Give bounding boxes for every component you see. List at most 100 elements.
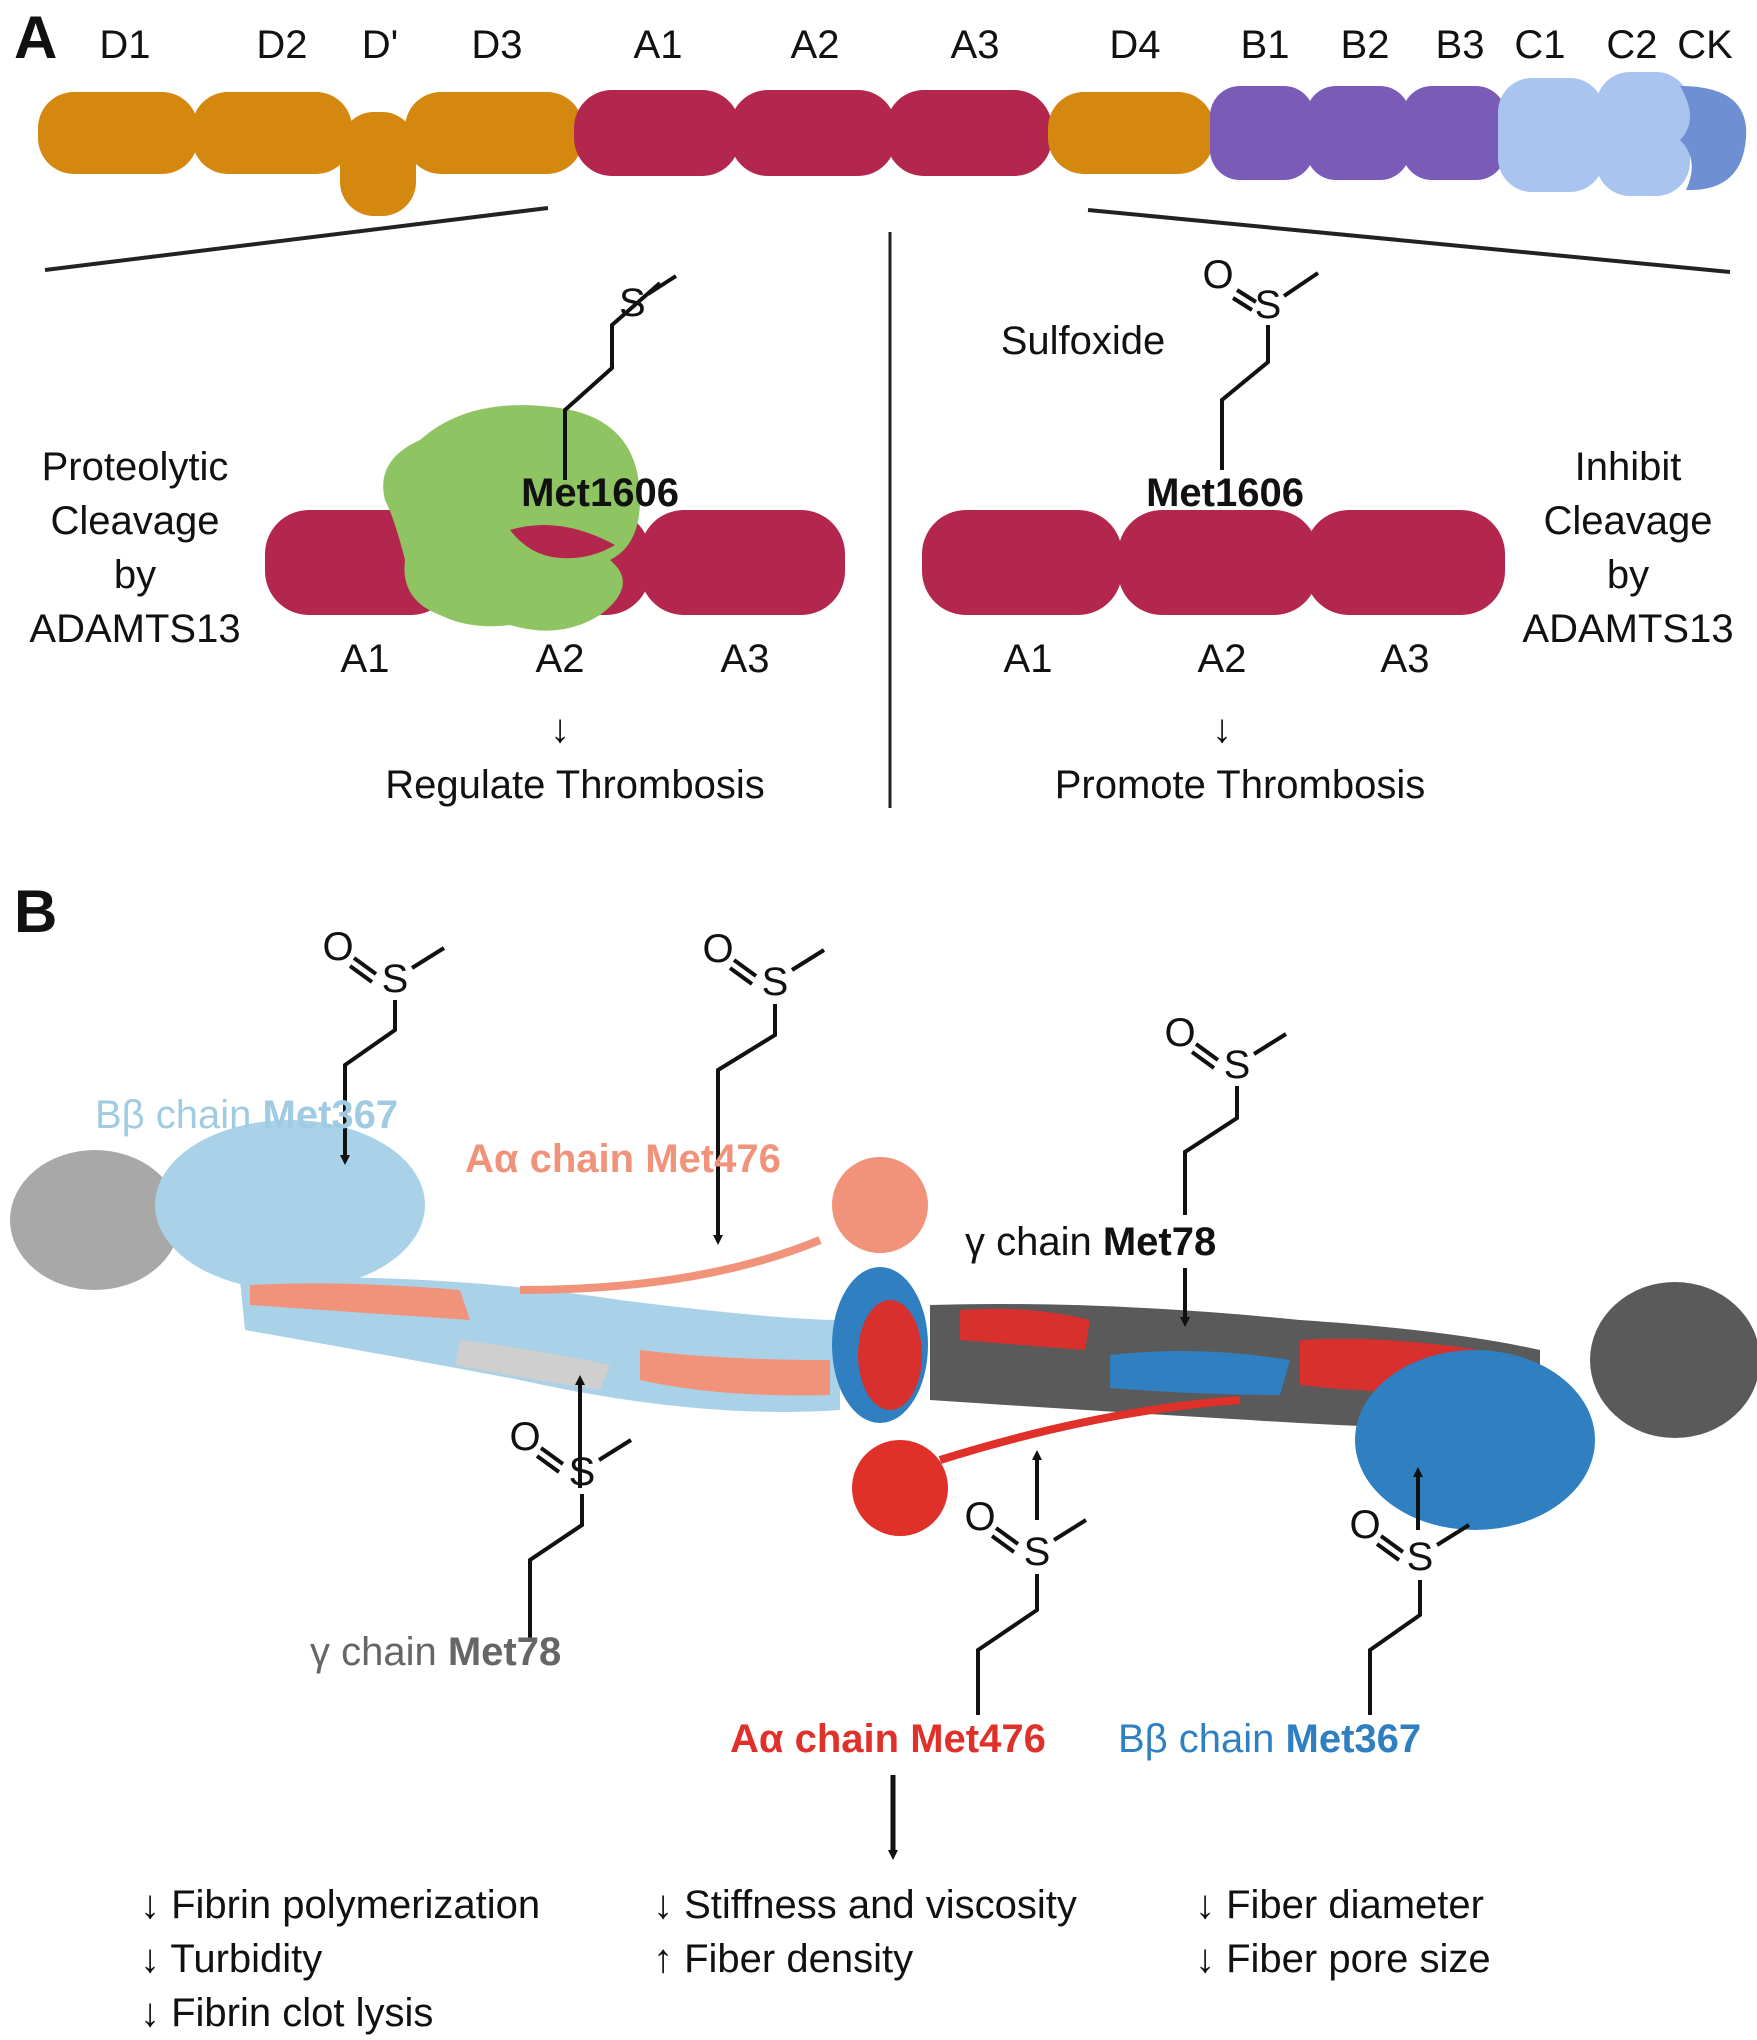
right-a2-domain <box>1118 510 1318 615</box>
sulfoxide-aa-top: O S Aα chain Met476 <box>465 927 826 1245</box>
domain-d4: D4 <box>1048 23 1214 174</box>
domain-b1: B1 <box>1210 23 1314 180</box>
left-methionine-sidechain <box>563 281 662 480</box>
aa-bottom-oxygen: O <box>964 1495 995 1539</box>
domain-label-d2: D2 <box>256 23 307 67</box>
domain-c2: C2 <box>1596 23 1690 196</box>
right-sulfur-atom: S <box>1255 283 1282 327</box>
gamma-top-so-bond-1 <box>1194 1042 1220 1062</box>
effects-list: ↓ Fibrin polymerization ↓ Turbidity ↓ Fi… <box>140 1883 1491 2035</box>
domain-label-a1: A1 <box>634 23 683 67</box>
sulfoxide-bb-bottom: O S Bβ chain Met367 <box>1118 1467 1471 1761</box>
bb-top-so-bond-2 <box>348 964 374 984</box>
sulfoxide-gamma-top: O S γ chain Met78 <box>965 1011 1288 1327</box>
sulfoxide-bb-top: O S Bβ chain Met367 <box>95 925 446 1165</box>
adamts13-enzyme <box>383 405 640 631</box>
right-a2-label: A2 <box>1198 637 1247 681</box>
right-a1-domain <box>922 510 1122 615</box>
gamma-bottom-so-bond-1 <box>539 1446 565 1466</box>
panel-b-label: B <box>14 878 57 945</box>
domain-b3: B3 <box>1402 23 1506 180</box>
bb-top-label-residue: Met367 <box>263 1093 399 1137</box>
central-e-region-red <box>858 1300 922 1410</box>
d-region-right-gray <box>1590 1282 1757 1438</box>
right-so-double-bond-2 <box>1231 296 1254 312</box>
bb-top-label: Bβ chain Met367 <box>95 1093 398 1137</box>
right-a3-label: A3 <box>1381 637 1430 681</box>
bb-top-sidechain-arrow <box>340 1000 397 1165</box>
domain-label-ck: CK <box>1677 23 1733 67</box>
domain-label-b2: B2 <box>1341 23 1390 67</box>
bb-bottom-so-bond-2 <box>1375 1542 1401 1562</box>
gamma-top-label: γ chain Met78 <box>965 1220 1216 1264</box>
gamma-top-label-prefix: γ chain <box>965 1220 1103 1264</box>
aa-top-sidechain-arrow <box>713 1004 777 1245</box>
right-a3-domain <box>1305 510 1505 615</box>
domain-label-a3: A3 <box>951 23 1000 67</box>
left-methyl-bond <box>646 274 678 296</box>
left-outcome: Regulate Thrombosis <box>385 763 764 807</box>
fibrinogen-molecule <box>10 1120 1757 1536</box>
bb-top-sulfur: S <box>382 957 409 1001</box>
aa-segment-right <box>960 1308 1090 1350</box>
aa-bottom-label-prefix: Aα chain <box>730 1717 910 1761</box>
bb-top-label-prefix: Bβ chain <box>95 1093 263 1137</box>
domain-label-c1: C1 <box>1514 23 1565 67</box>
aa-top-label-residue: Met476 <box>645 1137 781 1181</box>
gamma-bottom-label: γ chain Met78 <box>310 1630 561 1674</box>
aa-top-label: Aα chain Met476 <box>465 1137 781 1181</box>
effect-col1-2: ↓ Turbidity <box>140 1937 322 1981</box>
panel-a-left: Proteolytic Cleavage by ADAMTS13 S Met16… <box>29 274 845 807</box>
aa-top-oxygen: O <box>702 927 733 971</box>
gamma-top-so-bond-2 <box>1190 1050 1216 1070</box>
aa-tether-bottom <box>938 1396 1241 1464</box>
bb-segment-right <box>1110 1351 1290 1395</box>
gamma-bottom-label-residue: Met78 <box>448 1630 561 1674</box>
aa-bottom-methyl-bond <box>1052 1518 1088 1542</box>
left-a2-label: A2 <box>536 637 585 681</box>
effect-col2-1: ↓ Stiffness and viscosity <box>653 1883 1077 1927</box>
d-region-left-gray <box>10 1150 180 1290</box>
domain-d3: D3 <box>405 23 583 174</box>
left-a3-label: A3 <box>721 637 770 681</box>
domain-label-b1: B1 <box>1241 23 1290 67</box>
gamma-top-sidechain <box>1183 1086 1239 1215</box>
panel-a-right: Inhibit Cleavage by ADAMTS13 S O Sulfoxi… <box>922 253 1734 807</box>
bb-top-oxygen: O <box>322 925 353 969</box>
right-arrow: ↓ <box>1212 707 1232 751</box>
domain-c1: C1 <box>1498 23 1604 192</box>
aa-top-methyl-bond <box>790 948 826 972</box>
aa-tether-top <box>519 1236 822 1294</box>
aa-top-so-bond-1 <box>732 958 758 978</box>
domain-ck: CK <box>1677 23 1747 191</box>
gamma-bottom-methyl-bond <box>597 1438 633 1462</box>
gamma-segment-left <box>455 1340 610 1390</box>
domain-d-prime: D' <box>340 23 416 216</box>
domain-label-d-prime: D' <box>362 23 399 67</box>
bb-bottom-methyl-bond <box>1435 1523 1471 1547</box>
aa-bottom-sidechain <box>976 1574 1039 1715</box>
domain-label-d4: D4 <box>1109 23 1160 67</box>
bb-top-methyl-bond <box>410 946 446 970</box>
domain-d1: D1 <box>38 23 198 174</box>
right-oxygen-atom: O <box>1202 253 1233 297</box>
sulfoxide-aa-bottom: O S Aα chain Met476 <box>730 1450 1088 1860</box>
domain-label-d1: D1 <box>99 23 150 67</box>
gamma-bottom-so-bond-2 <box>535 1454 561 1474</box>
bb-bottom-label-residue: Met367 <box>1286 1717 1422 1761</box>
bb-bottom-so-bond-1 <box>1379 1534 1405 1554</box>
domain-label-c2: C2 <box>1606 23 1657 67</box>
left-a1-label: A1 <box>341 637 390 681</box>
gamma-top-oxygen: O <box>1164 1011 1195 1055</box>
aa-alphac-domain-top <box>832 1157 928 1253</box>
right-side-text-4: ADAMTS13 <box>1522 607 1733 651</box>
left-side-text-3: by <box>114 553 156 597</box>
sulfoxide-label: Sulfoxide <box>1001 319 1166 363</box>
gamma-bottom-label-prefix: γ chain <box>310 1630 448 1674</box>
domain-a1: A1 <box>574 23 740 176</box>
zoom-line-left <box>44 206 549 272</box>
effect-col3-1: ↓ Fiber diameter <box>1195 1883 1484 1927</box>
domain-label-b3: B3 <box>1436 23 1485 67</box>
aa-segment-left <box>250 1283 470 1320</box>
